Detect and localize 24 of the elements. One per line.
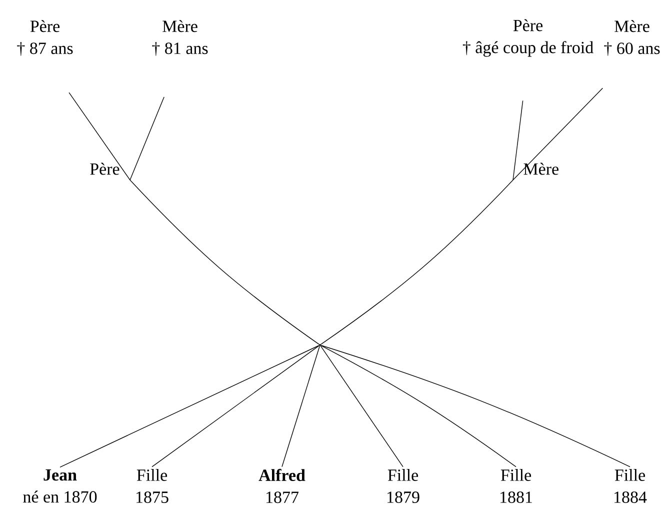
- family-line: [320, 345, 516, 468]
- parent-label: Mère: [524, 162, 558, 175]
- family-line: [282, 346, 320, 468]
- child-label: Jean né en 1870: [23, 469, 97, 503]
- family-line: [130, 180, 320, 345]
- family-line: [130, 96, 164, 180]
- child-label: Alfred 1877: [258, 468, 306, 504]
- ancestor-label: Mère † 81 ans: [152, 20, 208, 56]
- family-line: [68, 92, 130, 180]
- child-label: Fille 1879: [388, 469, 420, 503]
- parent-label: Père: [90, 162, 120, 175]
- family-line: [320, 180, 514, 345]
- family-line: [152, 345, 320, 468]
- family-line: [60, 345, 320, 468]
- family-line: [320, 345, 630, 468]
- family-line: [320, 346, 404, 468]
- ancestor-label: Mère † 60 ans: [604, 20, 660, 56]
- family-line: [512, 88, 603, 180]
- family-line: [512, 100, 524, 180]
- ancestor-label: Père † âgé coup de froid: [462, 19, 594, 57]
- child-label: Fille 1881: [500, 469, 532, 503]
- child-label: Fille 1875: [136, 469, 168, 503]
- child-label: Fille 1884: [614, 469, 647, 503]
- ancestor-label: Père † 87 ans: [17, 20, 73, 56]
